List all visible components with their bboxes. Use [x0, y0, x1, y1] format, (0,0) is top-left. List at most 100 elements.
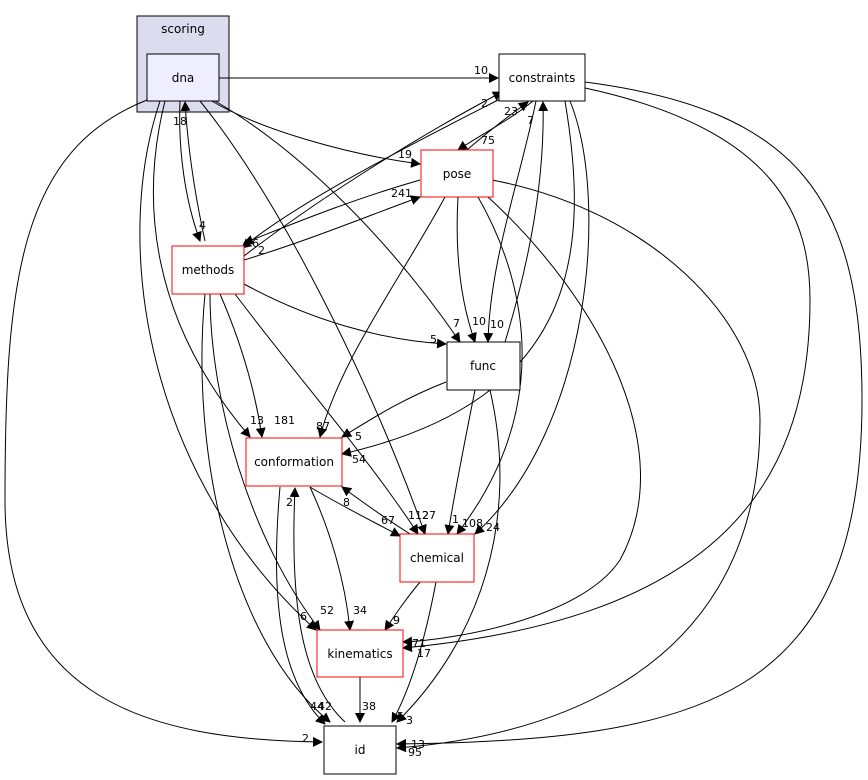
- edge-chemical-kinematics: [384, 581, 421, 631]
- edge-label-dna-kinematics: 52: [320, 604, 334, 617]
- edge-label-conformation-id: 44: [310, 700, 324, 713]
- edge-func-chemical: [444, 389, 476, 535]
- edge-pose-methods: [243, 179, 421, 245]
- edge-pose-constraints: [466, 101, 529, 151]
- edge-dna-pose: [209, 99, 421, 168]
- edge-label-dna-methods: 18: [173, 115, 187, 128]
- edge-conformation-chemical: [309, 486, 401, 537]
- node-pose[interactable]: pose: [420, 149, 494, 198]
- edge-label-dna-id: 2: [302, 732, 309, 745]
- edge-constraints-kinematics: [402, 87, 811, 653]
- edge-label-kinematics-id: 38: [362, 700, 376, 713]
- edge-constraints-id: [396, 81, 863, 749]
- edge-label-constraints-methods: 6: [252, 237, 259, 250]
- node-constraints[interactable]: constraints: [498, 53, 586, 102]
- edge-pose-chemical: [456, 196, 523, 535]
- edge-methods-constraints: [243, 91, 503, 257]
- edge-constraints-chemical: [474, 100, 590, 535]
- node-chemical[interactable]: chemical: [399, 533, 475, 583]
- edge-id-conformation: [289, 487, 346, 723]
- node-constraints-label: constraints: [509, 71, 576, 85]
- edge-dna-kinematics: [139, 100, 317, 631]
- node-conformation[interactable]: conformation: [245, 437, 343, 487]
- edge-dna-id: [4, 99, 323, 747]
- edge-label-chemical-conformation: 8: [343, 496, 350, 509]
- edge-label-methods-kinematics: 34: [353, 604, 367, 617]
- edge-label-chemical-id-2: 17: [417, 647, 431, 660]
- edge-label-dna-func: 7: [453, 317, 460, 330]
- edge-label-pose-conformation: 87: [316, 420, 330, 433]
- edge-label-methods-constraints: 2: [481, 97, 488, 110]
- edge-methods-chemical: [234, 293, 419, 535]
- edge-label-func-constraints: 7: [527, 114, 534, 127]
- edge-conformation-id: [275, 486, 326, 725]
- edge-label-constraints-conformation: 54: [352, 453, 366, 466]
- edge-pose-kinematics: [402, 196, 641, 647]
- edge-conformation-kinematics: [309, 486, 355, 631]
- edge-label-constraints-kinematics: 71: [412, 637, 426, 650]
- node-func-label: func: [470, 359, 496, 373]
- edge-methods-id: [201, 293, 331, 723]
- node-methods-label: methods: [182, 263, 235, 277]
- cluster-scoring-label: scoring: [161, 22, 205, 36]
- node-kinematics-label: kinematics: [327, 647, 392, 661]
- node-chemical-label: chemical: [410, 551, 464, 565]
- edge-chemical-conformation: [341, 486, 411, 535]
- edge-dna-chemical: [199, 100, 427, 535]
- edge-label-chemical-kinematics: 9: [393, 614, 400, 627]
- node-id[interactable]: id: [323, 725, 397, 775]
- edge-label-func-conformation: 5: [355, 430, 362, 443]
- edge-pose-id: [396, 179, 761, 753]
- edge-pose-conformation: [317, 196, 446, 438]
- edge-label-pose-func: 10: [472, 315, 486, 328]
- edge-constraints-func: [483, 100, 537, 343]
- edge-label-methods-chemical: 27: [422, 509, 436, 522]
- edge-dna-func: [214, 100, 461, 343]
- node-methods[interactable]: methods: [171, 245, 245, 295]
- node-dna[interactable]: dna: [146, 53, 220, 102]
- edge-label-constraints-pose: 75: [481, 134, 495, 147]
- edge-label-methods-id: 42: [318, 700, 332, 713]
- edge-label-kinematics-conformation: 2: [286, 496, 293, 509]
- edge-label-constraints-chemical: 24: [486, 521, 500, 534]
- edge-methods-kinematics: [209, 293, 321, 631]
- edge-label-dna-pose: 19: [398, 148, 412, 161]
- edge-label-constraints-func: 10: [490, 318, 504, 331]
- node-kinematics[interactable]: kinematics: [316, 629, 404, 678]
- edge-constraints-conformation: [341, 100, 575, 457]
- edge-func-conformation: [341, 381, 447, 438]
- edge-label-constraints-id: 13: [411, 738, 425, 751]
- edge-label-pose-constraints: 23: [504, 105, 518, 118]
- edge-methods-conformation: [219, 293, 266, 438]
- edge-constraints-pose: [457, 100, 534, 151]
- edge-dna-methods: [179, 100, 202, 242]
- node-conformation-label: conformation: [254, 455, 334, 469]
- edge-func-id: [396, 389, 501, 723]
- edge-label-methods-conformation: 181: [274, 414, 295, 427]
- edge-label-conformation-chemical: 67: [381, 514, 395, 527]
- edge-methods-func: [243, 283, 447, 349]
- edge-func-constraints: [504, 101, 549, 343]
- edge-label-dna-conformation: 13: [250, 414, 264, 427]
- edge-label-chemical-id: 5: [397, 710, 404, 723]
- edge-chemical-id: [391, 581, 437, 723]
- node-dna-label: dna: [172, 71, 195, 85]
- edge-label-pose-chemical: 108: [462, 517, 483, 530]
- edge-constraints-methods: [241, 97, 503, 249]
- edge-label-methods-func: 5: [430, 333, 437, 346]
- edge-label-id-conformation: 6: [300, 610, 307, 623]
- edge-label-methods-pose-2: 2: [258, 244, 265, 257]
- edge-methods-dna: [180, 101, 206, 242]
- node-id-label: id: [355, 743, 366, 757]
- edge-label-dna-constraints: 10: [474, 64, 488, 77]
- node-pose-label: pose: [443, 167, 472, 181]
- edge-label-dna-chemical: 112: [408, 509, 429, 522]
- edge-methods-pose: [243, 195, 421, 261]
- edge-pose-func: [456, 196, 477, 343]
- edge-label-pose-methods: 241: [391, 187, 412, 200]
- edge-label-methods-dna: 4: [199, 219, 206, 232]
- edge-dna-conformation: [152, 100, 251, 438]
- node-func[interactable]: func: [446, 341, 521, 391]
- edge-label-func-chemical: 1: [452, 513, 459, 526]
